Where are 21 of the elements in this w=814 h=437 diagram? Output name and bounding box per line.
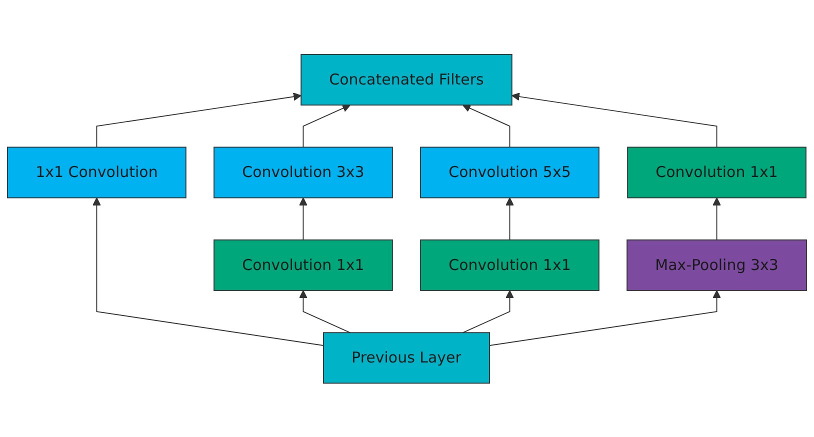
node-box: [300, 54, 512, 106]
arrow: [712, 197, 721, 240]
node-box: [626, 239, 807, 291]
node-box: [420, 146, 600, 198]
arrow: [96, 92, 302, 148]
arrow: [506, 197, 514, 240]
arrow: [489, 290, 721, 346]
arrow: [462, 104, 510, 148]
node-box: [323, 332, 490, 384]
diagram: Concatenated Filters 1x1 Convolution Convolution 3x3 Convolution 5x5 Convolution 1x1 Convolution 1x1 Convolution 1x1 Max-Pooling 3x3 Previous Layer: [0, 46, 814, 390]
node-box: [420, 239, 600, 291]
node-box: [214, 146, 393, 198]
arrow: [299, 290, 351, 333]
node-box: [7, 146, 186, 198]
arrow: [299, 197, 308, 240]
node-box: [627, 146, 806, 198]
node-box: [214, 239, 393, 291]
arrow: [92, 197, 324, 346]
arrow: [512, 92, 718, 148]
arrow: [462, 290, 514, 333]
arrow: [302, 104, 351, 148]
